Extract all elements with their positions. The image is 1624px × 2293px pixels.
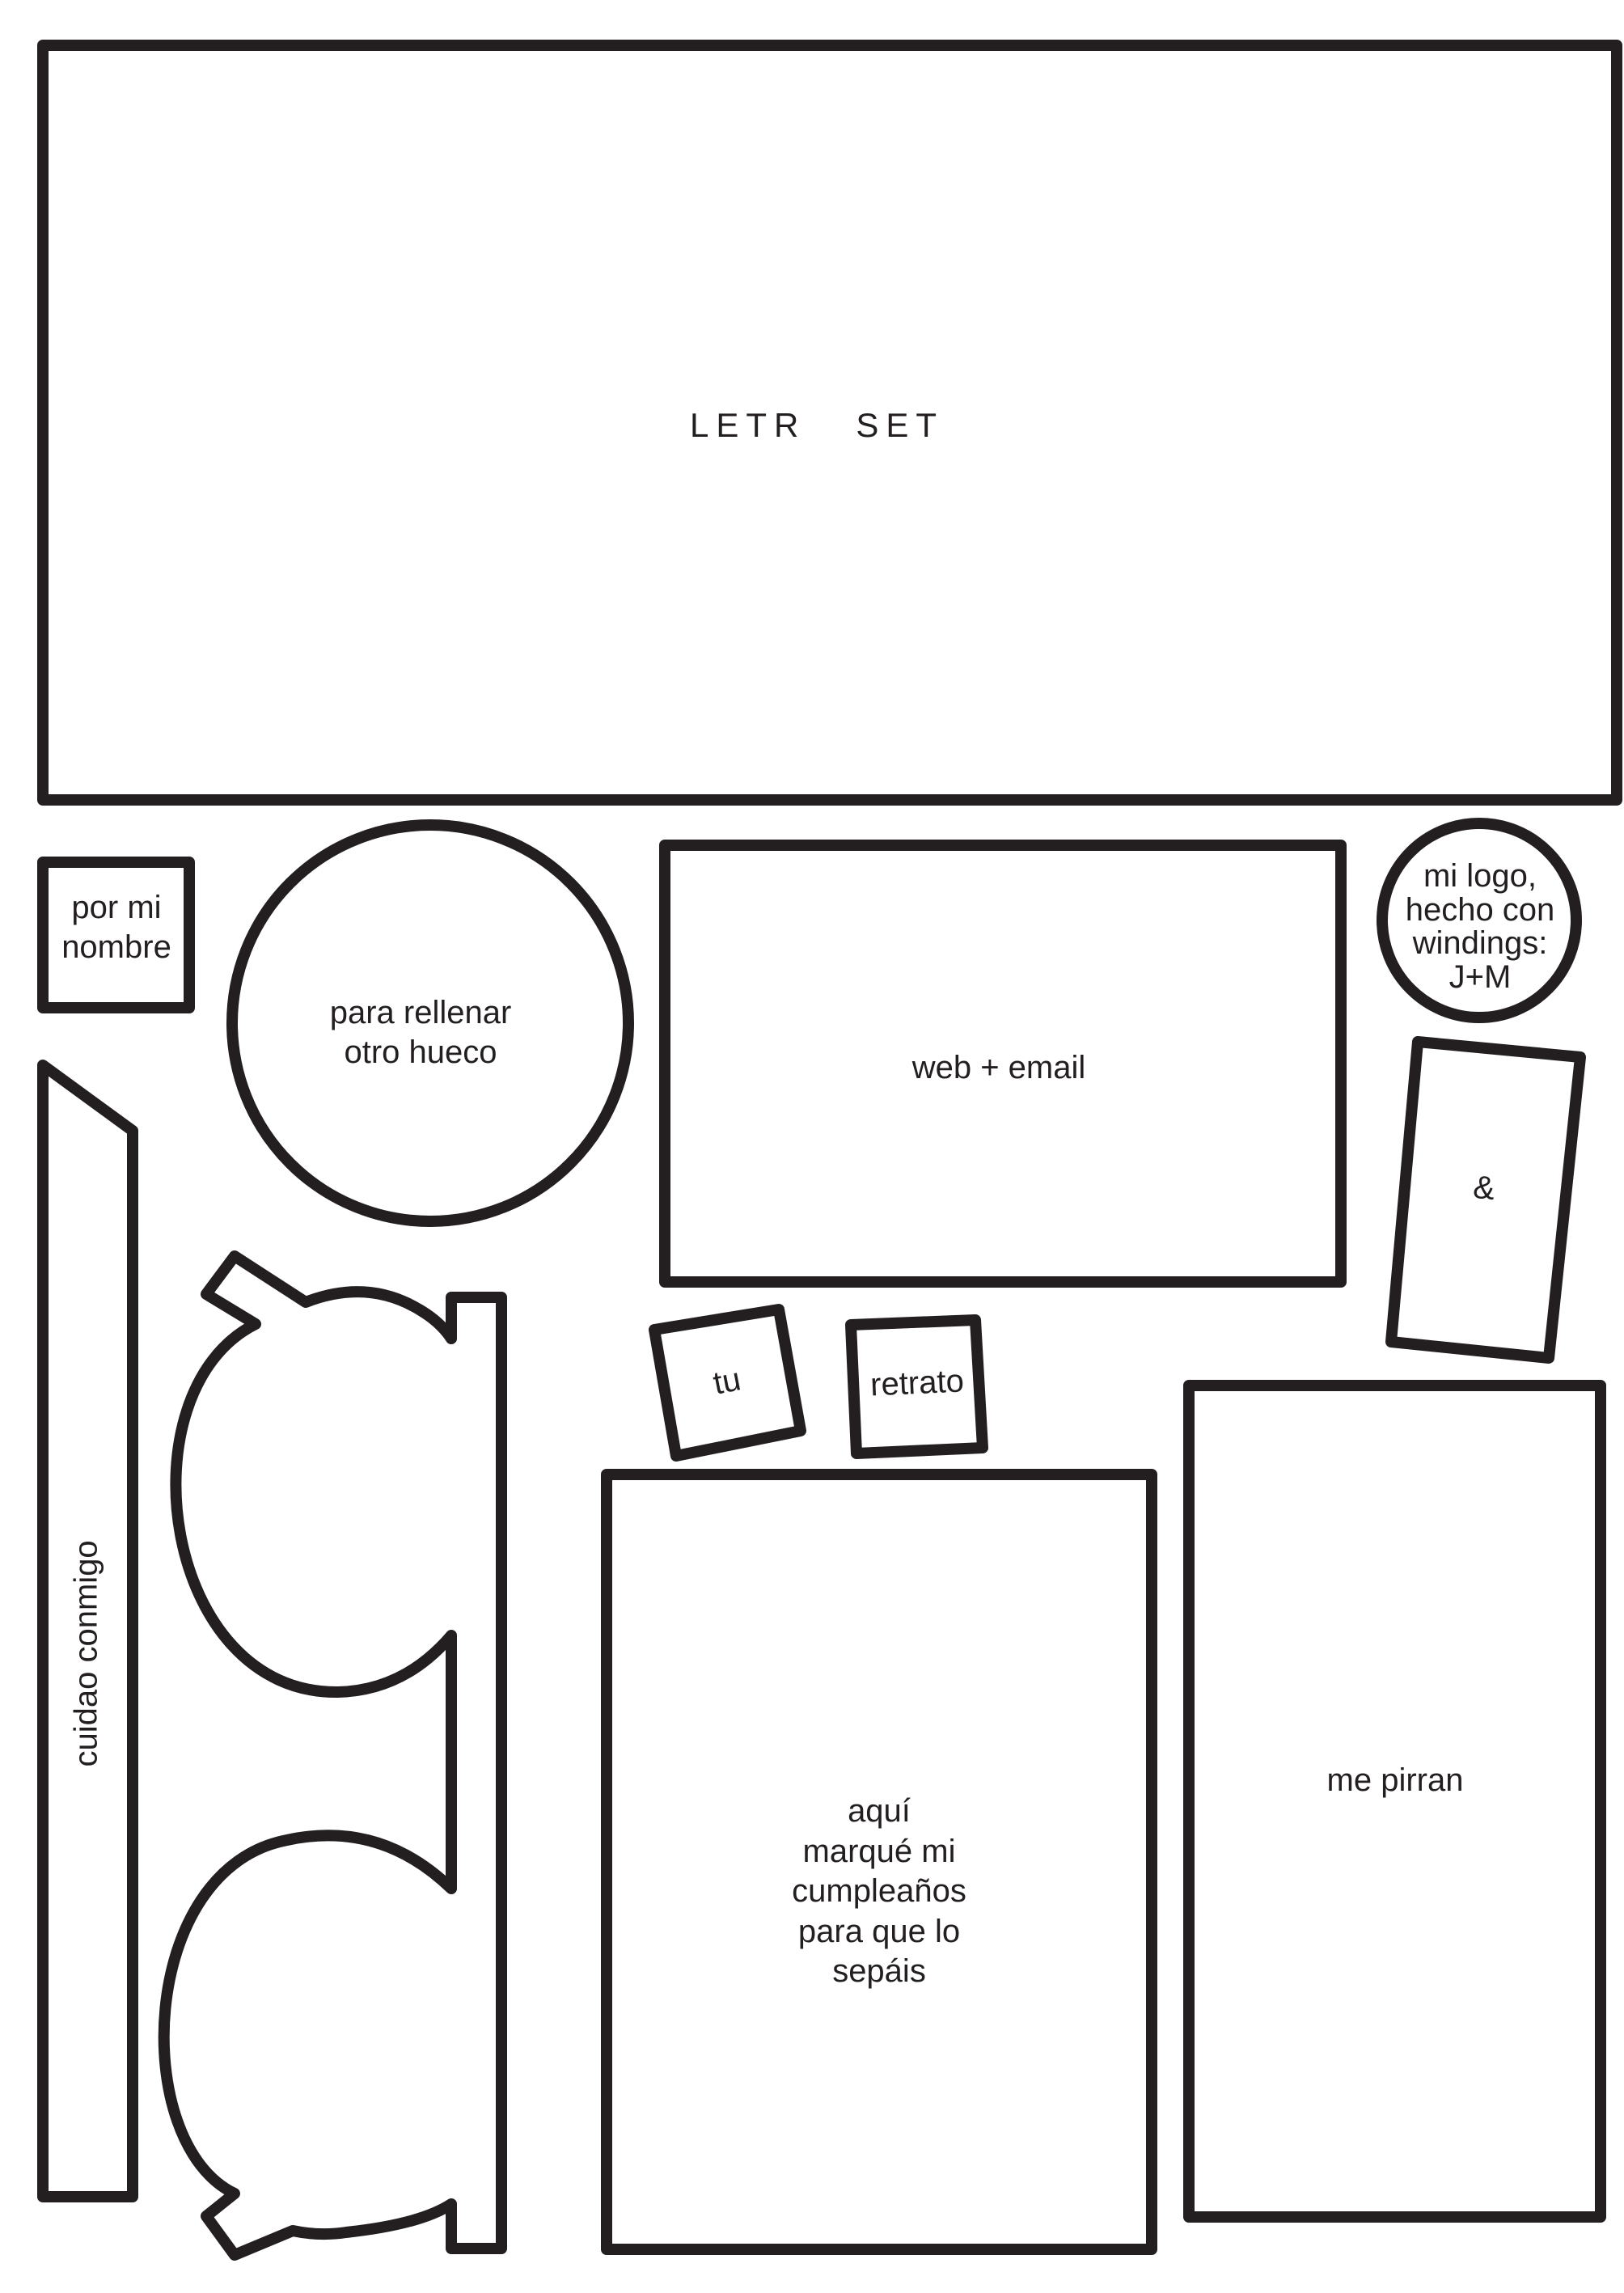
tu-box-frame xyxy=(649,1304,806,1462)
birthday-box-label: aquí marqué mi cumpleaños para que lo se… xyxy=(792,1793,966,1990)
favorites-box-frame xyxy=(1183,1380,1606,2223)
ampersand-box-frame xyxy=(1385,1036,1586,1364)
banner-frame xyxy=(37,40,1622,806)
logo-circle-frame xyxy=(1377,818,1582,1023)
banner-label: LETR SET xyxy=(689,406,945,444)
web-box-label: web + email xyxy=(911,1050,1086,1085)
circle-label: para rellenar otro hueco xyxy=(329,995,512,1070)
portrait-box-frame xyxy=(845,1314,988,1459)
ampersand-label: & xyxy=(1471,1169,1497,1208)
logo-circle-label: mi logo, hecho con windings: J+M xyxy=(1405,858,1555,995)
birthday-box-frame xyxy=(601,1469,1157,2255)
name-box-frame xyxy=(37,857,195,1013)
fill-circle-frame xyxy=(226,819,634,1227)
strip-frame xyxy=(37,1060,138,2202)
web-box-frame xyxy=(659,840,1347,1288)
portrait-box-label: retrato xyxy=(869,1363,965,1403)
glasses-frame xyxy=(158,1250,507,2261)
strip-label: cuidao conmigo xyxy=(68,1540,104,1767)
name-box-label: por mi nombre xyxy=(61,890,171,965)
favorites-box-label: me pirran xyxy=(1326,1762,1464,1798)
